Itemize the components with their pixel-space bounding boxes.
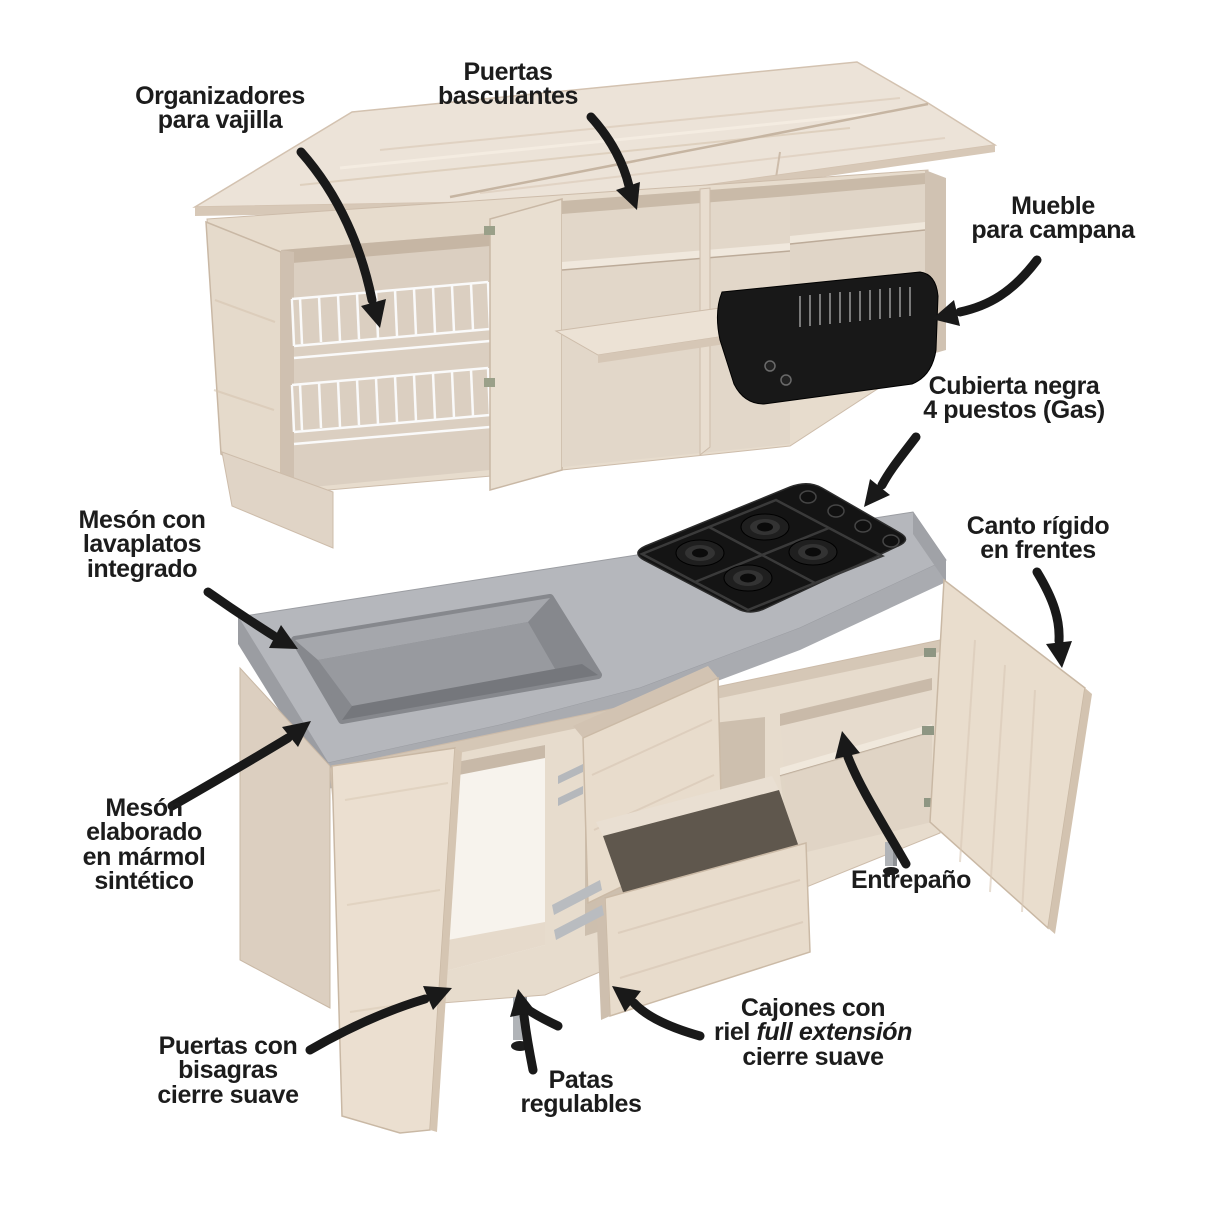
base-cabinet — [237, 483, 1092, 1134]
sink-back-wall — [295, 598, 550, 660]
label-line: para vajilla — [157, 106, 283, 135]
label-line: 4 puestos (Gas) — [923, 396, 1105, 425]
arrow-meson-lavaplatos — [203, 587, 298, 649]
label-entrepano: Entrepaño — [811, 866, 1011, 894]
arrow-puertas-bisagras — [305, 986, 452, 1055]
label-meson-lavaplatos: Mesón con lavaplatos integrado — [32, 506, 252, 583]
arrow-patas-regulables — [510, 989, 563, 1075]
base-left-door — [331, 747, 462, 1134]
label-line: Canto rígido — [966, 512, 1110, 540]
label-segment: riel — [713, 1018, 757, 1047]
label-line: sintético — [94, 866, 194, 895]
gas-cooktop — [637, 483, 907, 613]
hood-cabinet-section — [790, 173, 925, 305]
label-line: Mesón — [105, 794, 183, 822]
hood-vent-slits — [799, 287, 911, 327]
label-line: Cubierta negra — [928, 372, 1100, 400]
arrow-cubierta-negra — [864, 432, 921, 507]
label-segment-italic: full extensión — [756, 1018, 913, 1047]
sink-bottom — [318, 622, 562, 714]
countertop-front-edge — [328, 560, 946, 789]
countertop-right-edge — [913, 512, 946, 582]
cooktop-burner — [675, 539, 725, 567]
hinge-icon — [922, 726, 934, 735]
arrow-mueble-campana — [932, 255, 1042, 326]
label-patas-regulables: Patas regulables — [481, 1066, 681, 1119]
range-hood — [716, 271, 939, 405]
label-line: Mueble — [1011, 192, 1095, 220]
drawer-rail-icon — [558, 764, 583, 784]
label-line: bisagras — [178, 1056, 278, 1085]
label-puertas-bisagras: Puertas con bisagras cierre suave — [113, 1032, 343, 1109]
label-meson-marmol: Mesón elaborado en mármol sintético — [34, 794, 254, 895]
base-right-door — [929, 578, 1092, 934]
label-canto-rigido: Canto rígido en frentes — [918, 512, 1158, 565]
label-line: Puertas — [463, 58, 553, 86]
cooktop-burner — [723, 564, 773, 592]
label-line: para campana — [971, 216, 1135, 245]
hinge-icon — [924, 798, 936, 807]
label-line: riel full extensión — [683, 1018, 943, 1047]
label-line: Organizadores — [135, 82, 305, 110]
label-line: cierre suave — [742, 1042, 884, 1071]
wall-cabinet-left-door — [205, 220, 282, 492]
label-organizadores: Organizadores para vajilla — [90, 82, 350, 135]
annotation-arrows — [167, 112, 1072, 1075]
wall-cabinet-left-end — [221, 451, 334, 549]
arrow-canto-rigido — [1032, 567, 1072, 668]
arrow-meson-marmol — [167, 721, 311, 811]
drawer-rail-icon — [554, 905, 604, 940]
label-cajones: Cajones con riel full extensión cierre s… — [683, 994, 943, 1071]
sink — [291, 594, 602, 724]
cooktop-burner — [740, 513, 790, 541]
arrow-entrepano — [835, 731, 911, 869]
dish-organizer-compartment — [281, 233, 490, 490]
label-line: Mesón con — [78, 506, 206, 534]
hinge-icon — [484, 378, 495, 387]
drawer-lower-cavity — [603, 790, 800, 898]
hood-button — [764, 360, 776, 372]
label-line: lavaplatos — [82, 530, 202, 559]
wall-cabinet-open-door — [489, 198, 563, 491]
middle-shelf — [562, 243, 790, 270]
drawer-lower — [552, 776, 811, 1020]
sink-front-wall — [342, 664, 598, 720]
arrow-organizadores — [296, 147, 386, 328]
label-line: regulables — [520, 1090, 642, 1119]
label-line: en mármol — [82, 842, 206, 871]
label-cubierta-negra: Cubierta negra 4 puestos (Gas) — [874, 372, 1154, 425]
cooktop-grate — [639, 498, 885, 612]
top-panel-seam — [449, 102, 929, 199]
dish-rack-lower — [290, 366, 492, 446]
label-line: basculantes — [437, 82, 579, 111]
label-line: cierre suave — [157, 1080, 299, 1109]
label-line: Puertas con — [158, 1032, 298, 1060]
arrow-cajones — [612, 986, 705, 1041]
hood-cabinet-shelf — [790, 222, 925, 244]
hood-button — [780, 374, 792, 386]
hinge-icon — [924, 648, 936, 657]
label-line: Entrepaño — [850, 866, 972, 894]
label-line: Cajones con — [740, 994, 886, 1022]
cooktop-burner — [788, 538, 838, 566]
hinge-icon — [484, 226, 495, 235]
label-puertas-basculantes: Puertas basculantes — [388, 58, 628, 111]
label-mueble-campana: Mueble para campana — [928, 192, 1178, 245]
drawer-rail-icon — [552, 880, 602, 915]
cooktop-knobs — [799, 490, 900, 548]
label-line: Patas — [548, 1066, 614, 1094]
wall-cabinet — [192, 61, 998, 549]
label-line: integrado — [86, 554, 198, 583]
label-line: en frentes — [980, 536, 1096, 565]
label-line: elaborado — [86, 818, 202, 847]
drawer-rail-icon — [558, 786, 583, 806]
arrow-puertas-basculantes — [586, 112, 640, 210]
